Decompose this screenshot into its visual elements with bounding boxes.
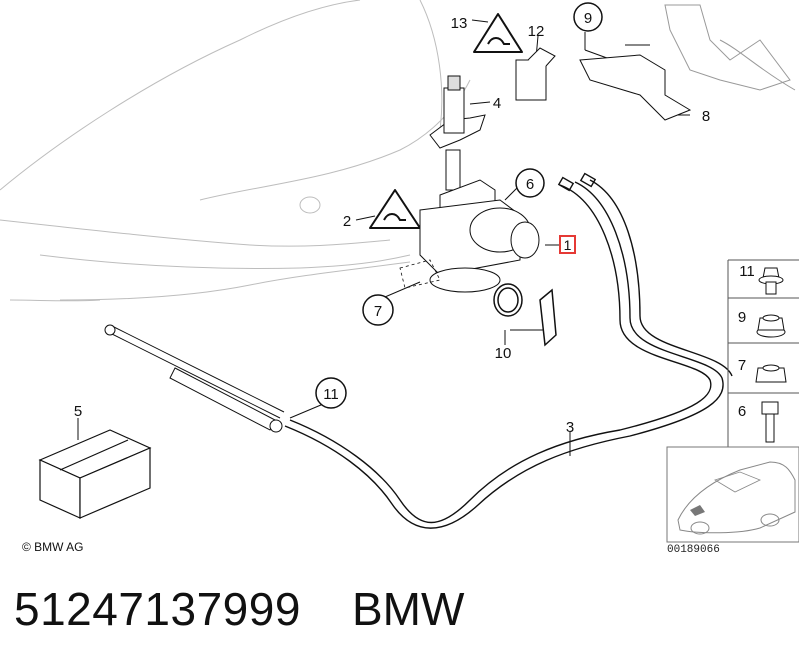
part-10-seal-and-fitting — [493, 283, 557, 347]
part-8-bracket — [579, 44, 692, 121]
callout-9-label: 9 — [584, 10, 592, 27]
callout-6-label: 6 — [526, 176, 534, 193]
reference-code: 00189066 — [667, 544, 720, 556]
fastener-11-label: 11 — [739, 263, 755, 280]
part-1-pump-motor — [419, 149, 540, 293]
flange-nut-icon — [756, 314, 786, 338]
callout-1-label: 1 — [564, 237, 572, 253]
callout-11-label: 11 — [323, 386, 339, 403]
part-number: 51247137999 — [14, 583, 301, 635]
callout-2-label: 2 — [343, 213, 351, 230]
body-bracket-outline — [664, 4, 796, 91]
clip-nut-icon — [758, 267, 784, 295]
fastener-6-label: 6 — [738, 403, 746, 420]
callout-3-label: 3 — [566, 419, 574, 436]
part-13-warning-label — [473, 13, 523, 53]
callout-circles — [315, 2, 603, 409]
brand-name: BMW — [352, 583, 465, 635]
callout-12-label: 12 — [528, 23, 545, 40]
part-3-hydraulic-lines — [284, 172, 733, 529]
hex-nut-icon — [755, 364, 787, 383]
fastener-icons — [755, 267, 787, 443]
callout-10-label: 10 — [495, 345, 512, 362]
part-12-connector — [515, 47, 556, 101]
callout-7-label: 7 — [374, 303, 382, 320]
gas-strut — [104, 324, 285, 433]
callout-1-highlight-box — [559, 235, 576, 254]
fastener-9-label: 9 — [738, 309, 746, 326]
guide-lines — [399, 259, 441, 289]
callout-4-label: 4 — [493, 95, 501, 112]
callout-13-label: 13 — [451, 15, 468, 32]
callout-8-label: 8 — [702, 108, 710, 125]
fastener-7-label: 7 — [738, 357, 746, 374]
car-thumbnail — [666, 446, 799, 543]
fastener-labels: 11 9 7 6 — [738, 263, 755, 420]
hex-bolt-icon — [761, 401, 779, 443]
part-4-pin — [429, 75, 486, 149]
part-2-warning-label — [369, 189, 421, 229]
part-5-package-box — [38, 429, 152, 519]
callout-5-label: 5 — [74, 403, 82, 420]
trunk-lid-outline — [0, 0, 471, 302]
callout-labels: 1 2 3 4 5 6 7 8 9 10 11 12 13 — [74, 10, 710, 436]
copyright-text: © BMW AG — [22, 540, 84, 554]
